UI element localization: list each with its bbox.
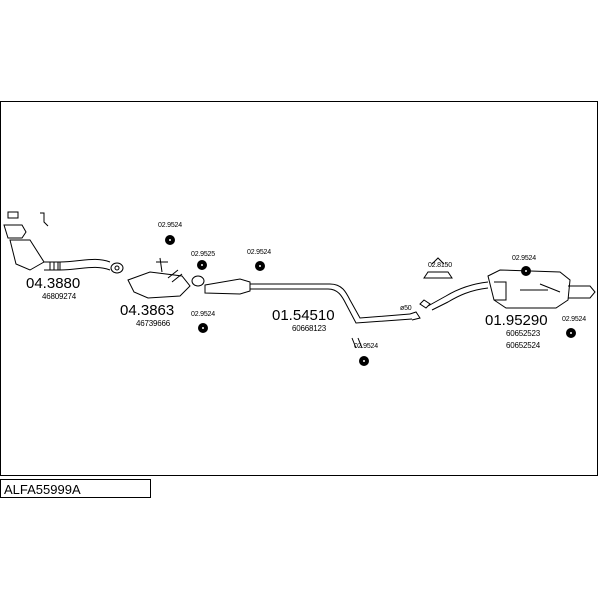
rubber-mount-icon: [198, 323, 208, 333]
oem-number-label: 60652523: [506, 329, 540, 338]
flange-gasket-drawing: [110, 262, 124, 274]
fitting-code-label: 02.8150: [428, 262, 452, 269]
pipe-diameter-label: ø50: [400, 305, 412, 312]
model-code: ALFA55999A: [4, 482, 81, 497]
oem-number-label: 60652524: [506, 341, 540, 350]
fitting-code-label: 02.9525: [191, 251, 215, 258]
rubber-mount-icon: [521, 266, 531, 276]
hanger-drawing: [423, 257, 453, 279]
fitting-code-label: 02.9524: [512, 255, 536, 262]
part-number-label: 01.95290: [485, 312, 548, 329]
diagram-frame: [0, 101, 598, 476]
fitting-code-label: 02.9524: [158, 222, 182, 229]
pipe-stub: [351, 337, 363, 349]
manifold-catalyst-drawing: [3, 211, 111, 271]
rubber-mount-icon: [566, 328, 576, 338]
oem-number-label: 46739666: [136, 319, 170, 328]
part-number-label: 04.3880: [26, 275, 81, 292]
rubber-mount-icon: [359, 356, 369, 366]
oem-number-label: 46809274: [42, 292, 76, 301]
front-catalyst-drawing: [127, 257, 191, 299]
rubber-mount-icon: [197, 260, 207, 270]
oem-number-label: 60668123: [292, 324, 326, 333]
rear-silencer-drawing: [487, 269, 596, 309]
model-code-box: ALFA55999A: [0, 479, 151, 498]
clamp-drawing: [191, 275, 251, 295]
rubber-mount-icon: [165, 235, 175, 245]
middle-pipe-drawing: [250, 281, 489, 324]
fitting-code-label: 02.9524: [562, 316, 586, 323]
part-number-label: 04.3863: [120, 302, 175, 319]
fitting-code-label: 02.9524: [191, 311, 215, 318]
part-number-label: 01.54510: [272, 307, 335, 324]
rubber-mount-icon: [255, 261, 265, 271]
fitting-code-label: 02.9524: [354, 343, 378, 350]
fitting-code-label: 02.9524: [247, 249, 271, 256]
